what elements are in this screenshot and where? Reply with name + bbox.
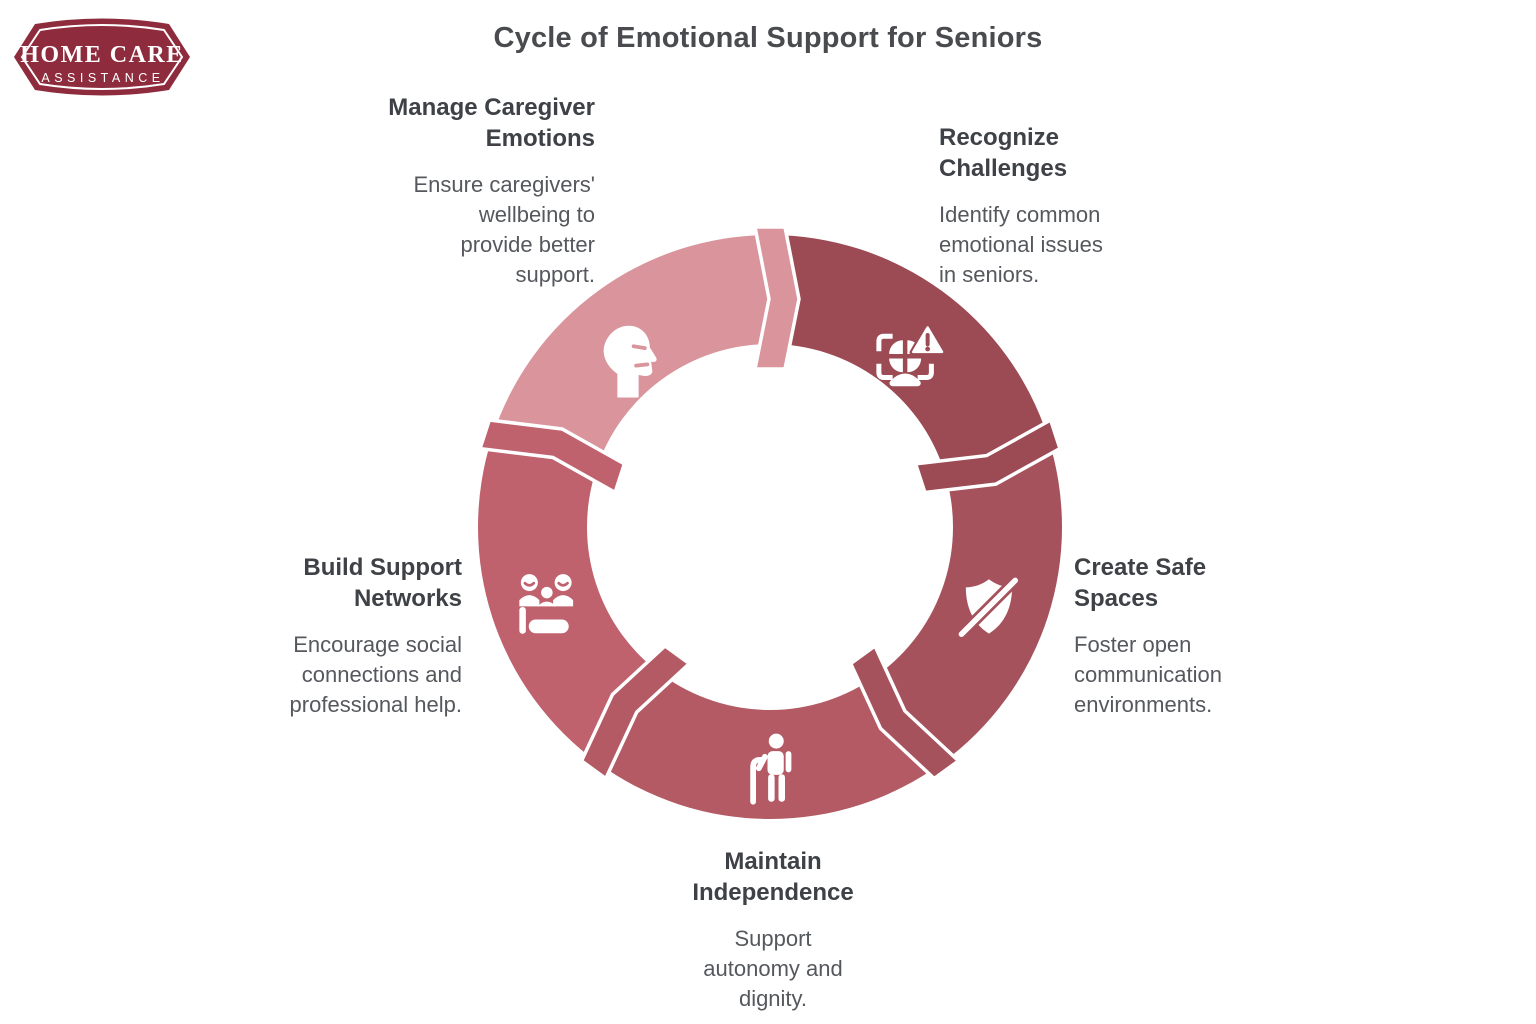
segment-description: Encourage social connections and profess…	[289, 632, 462, 717]
logo-text-home-care: HOME CARE	[20, 42, 184, 68]
logo-badge-border	[20, 24, 184, 90]
flow-arrow-into-create-safe-spaces	[913, 417, 1063, 495]
label-build-support-networks: Build Support Networks Encourage social …	[142, 552, 462, 720]
flow-arrow-into-maintain-independence	[848, 643, 962, 781]
flow-arrow-into-recognize-challenges	[752, 225, 801, 371]
flow-arrow-into-manage-caregiver-emotions	[477, 418, 627, 496]
face-scan-warning-icon	[876, 323, 946, 387]
segment-description: Ensure caregivers' wellbeing to provide …	[413, 172, 596, 287]
flow-arrow-into-build-support-networks	[579, 643, 693, 782]
segment-title: Manage Caregiver Emotions	[388, 94, 595, 152]
label-recognize-challenges: Recognize Challenges Identify common emo…	[939, 122, 1239, 290]
label-maintain-independence: Maintain Independence Support autonomy a…	[623, 846, 923, 1014]
logo-text-assistance: ASSISTANCE	[41, 71, 164, 85]
segment-title: Build Support Networks	[303, 554, 462, 612]
support-group-icon	[519, 574, 574, 634]
label-manage-caregiver-emotions: Manage Caregiver Emotions Ensure caregiv…	[275, 92, 595, 290]
segment-title: Create Safe Spaces	[1074, 554, 1207, 612]
segment-arc-maintain-independence	[598, 675, 942, 820]
segment-description: Foster open communication environments.	[1074, 632, 1222, 717]
segment-description: Support autonomy and dignity.	[703, 926, 843, 1011]
segment-description: Identify common emotional issues in seni…	[939, 202, 1103, 287]
logo-badge-shape	[14, 18, 190, 96]
person-cane-icon	[750, 733, 792, 805]
shield-slash-icon	[958, 577, 1019, 638]
label-create-safe-spaces: Create Safe Spaces Foster open communica…	[1074, 552, 1374, 720]
segment-title: Recognize Challenges	[939, 124, 1068, 182]
page-title: Cycle of Emotional Support for Seniors	[493, 22, 1043, 54]
home-care-assistance-logo: HOME CARE ASSISTANCE	[14, 18, 190, 96]
head-profile-icon	[603, 325, 657, 398]
segment-title: Maintain Independence	[692, 848, 854, 906]
